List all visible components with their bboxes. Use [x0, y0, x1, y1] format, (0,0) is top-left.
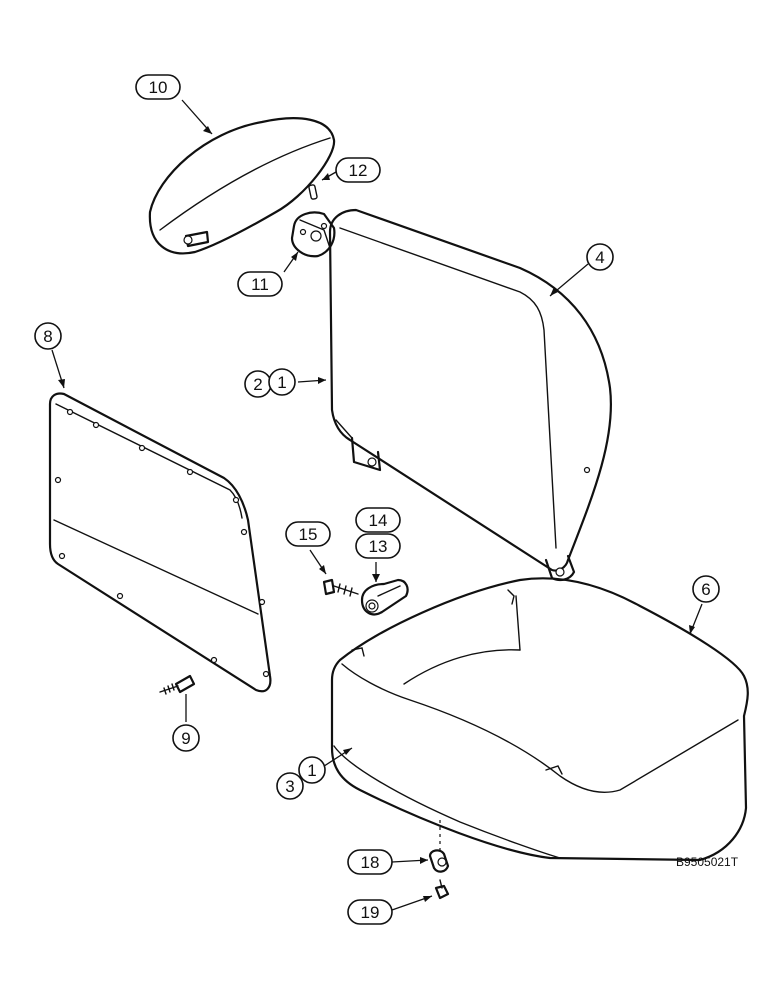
pin-part-12 — [308, 184, 318, 200]
callout-15: 15 — [285, 521, 331, 547]
svg-text:4: 4 — [595, 248, 604, 267]
callout-14: 14 — [355, 507, 401, 533]
svg-text:1: 1 — [277, 373, 286, 392]
svg-text:9: 9 — [181, 729, 190, 748]
callout-6: 6 — [692, 575, 720, 603]
svg-text:2: 2 — [253, 375, 262, 394]
callout-3-1: 1 — [298, 756, 326, 784]
seat-back-part-4 — [328, 208, 612, 582]
clip-part-18 — [428, 849, 450, 873]
latch-part-13-14 — [360, 578, 409, 616]
svg-text:6: 6 — [701, 580, 710, 599]
callout-2-1: 1 — [268, 368, 296, 396]
svg-text:3: 3 — [285, 777, 294, 796]
svg-text:8: 8 — [43, 327, 52, 346]
svg-text:14: 14 — [369, 511, 388, 530]
seat-cushion-part-6 — [330, 577, 749, 862]
callout-9: 9 — [172, 724, 200, 752]
bolt-part-15 — [322, 578, 359, 597]
callout-18: 18 — [347, 849, 393, 875]
svg-text:13: 13 — [369, 537, 388, 556]
callout-8: 8 — [34, 322, 62, 350]
callout-3: 3 — [276, 772, 304, 800]
armrest-part-10 — [148, 117, 336, 255]
callout-13: 13 — [355, 533, 401, 559]
svg-text:11: 11 — [251, 275, 269, 294]
callout-12: 12 — [335, 157, 381, 183]
svg-text:1: 1 — [307, 761, 316, 780]
svg-text:18: 18 — [361, 853, 380, 872]
pivot-block-part-11 — [290, 211, 336, 258]
svg-text:19: 19 — [361, 903, 380, 922]
svg-text:15: 15 — [299, 525, 318, 544]
callout-19: 19 — [347, 899, 393, 925]
leader-lines — [51, 99, 703, 911]
callout-4: 4 — [586, 243, 614, 271]
svg-text:10: 10 — [149, 78, 168, 97]
callout-10: 10 — [135, 74, 181, 100]
figure-code: B9505021T — [676, 855, 739, 869]
side-shield-part-8 — [48, 392, 272, 693]
callout-2: 2 — [244, 370, 272, 398]
nut-part-19 — [434, 879, 450, 900]
screw-part-9 — [159, 674, 196, 695]
svg-text:12: 12 — [349, 161, 368, 180]
callout-11: 11 — [237, 271, 283, 297]
